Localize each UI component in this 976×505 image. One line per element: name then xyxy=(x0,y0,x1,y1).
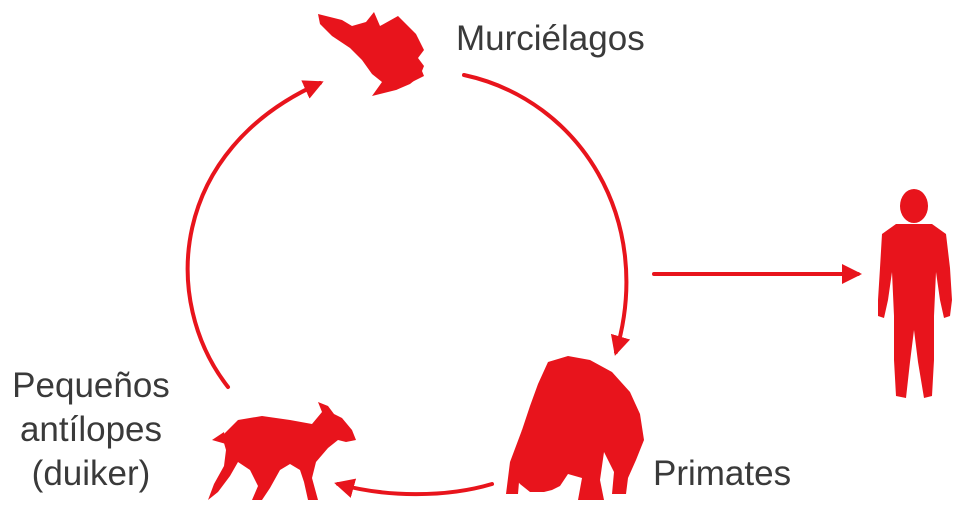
node-label-bats: Murciélagos xyxy=(456,17,645,61)
arrow-bats-to-primates xyxy=(464,75,626,352)
duiker-antelope-icon xyxy=(208,402,356,500)
node-label-primates: Primates xyxy=(653,452,791,496)
arrow-primates-to-antelopes xyxy=(338,484,492,494)
node-label-antelopes: Pequeños antílopes (duiker) xyxy=(6,364,176,496)
gorilla-icon xyxy=(506,356,644,500)
node-label-antelopes-line-1: Pequeños xyxy=(6,364,176,408)
human-icon xyxy=(878,189,952,398)
node-label-antelopes-line-2: antílopes xyxy=(6,408,176,452)
bat-icon xyxy=(318,12,424,96)
node-label-antelopes-line-3: (duiker) xyxy=(6,452,176,496)
arrow-antelopes-to-bats xyxy=(188,83,320,387)
